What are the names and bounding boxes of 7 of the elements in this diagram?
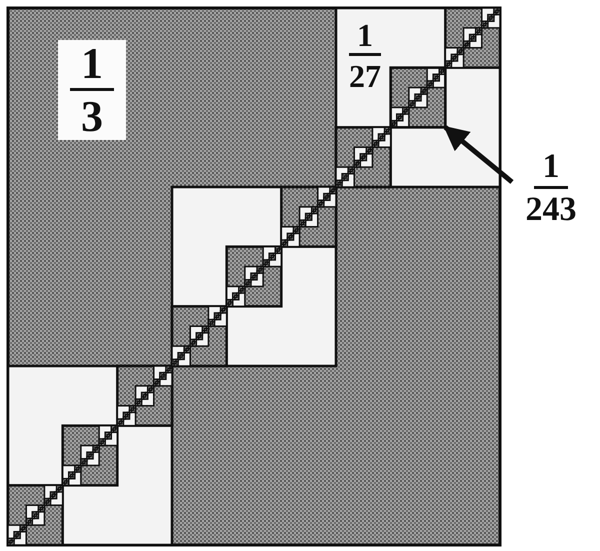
target-square (389, 66, 447, 129)
numerator: 1 (542, 150, 560, 184)
denominator: 27 (349, 60, 381, 92)
denominator: 3 (81, 94, 103, 138)
numerator: 1 (357, 18, 373, 50)
denominator: 243 (526, 193, 576, 227)
numerator: 1 (81, 42, 103, 86)
